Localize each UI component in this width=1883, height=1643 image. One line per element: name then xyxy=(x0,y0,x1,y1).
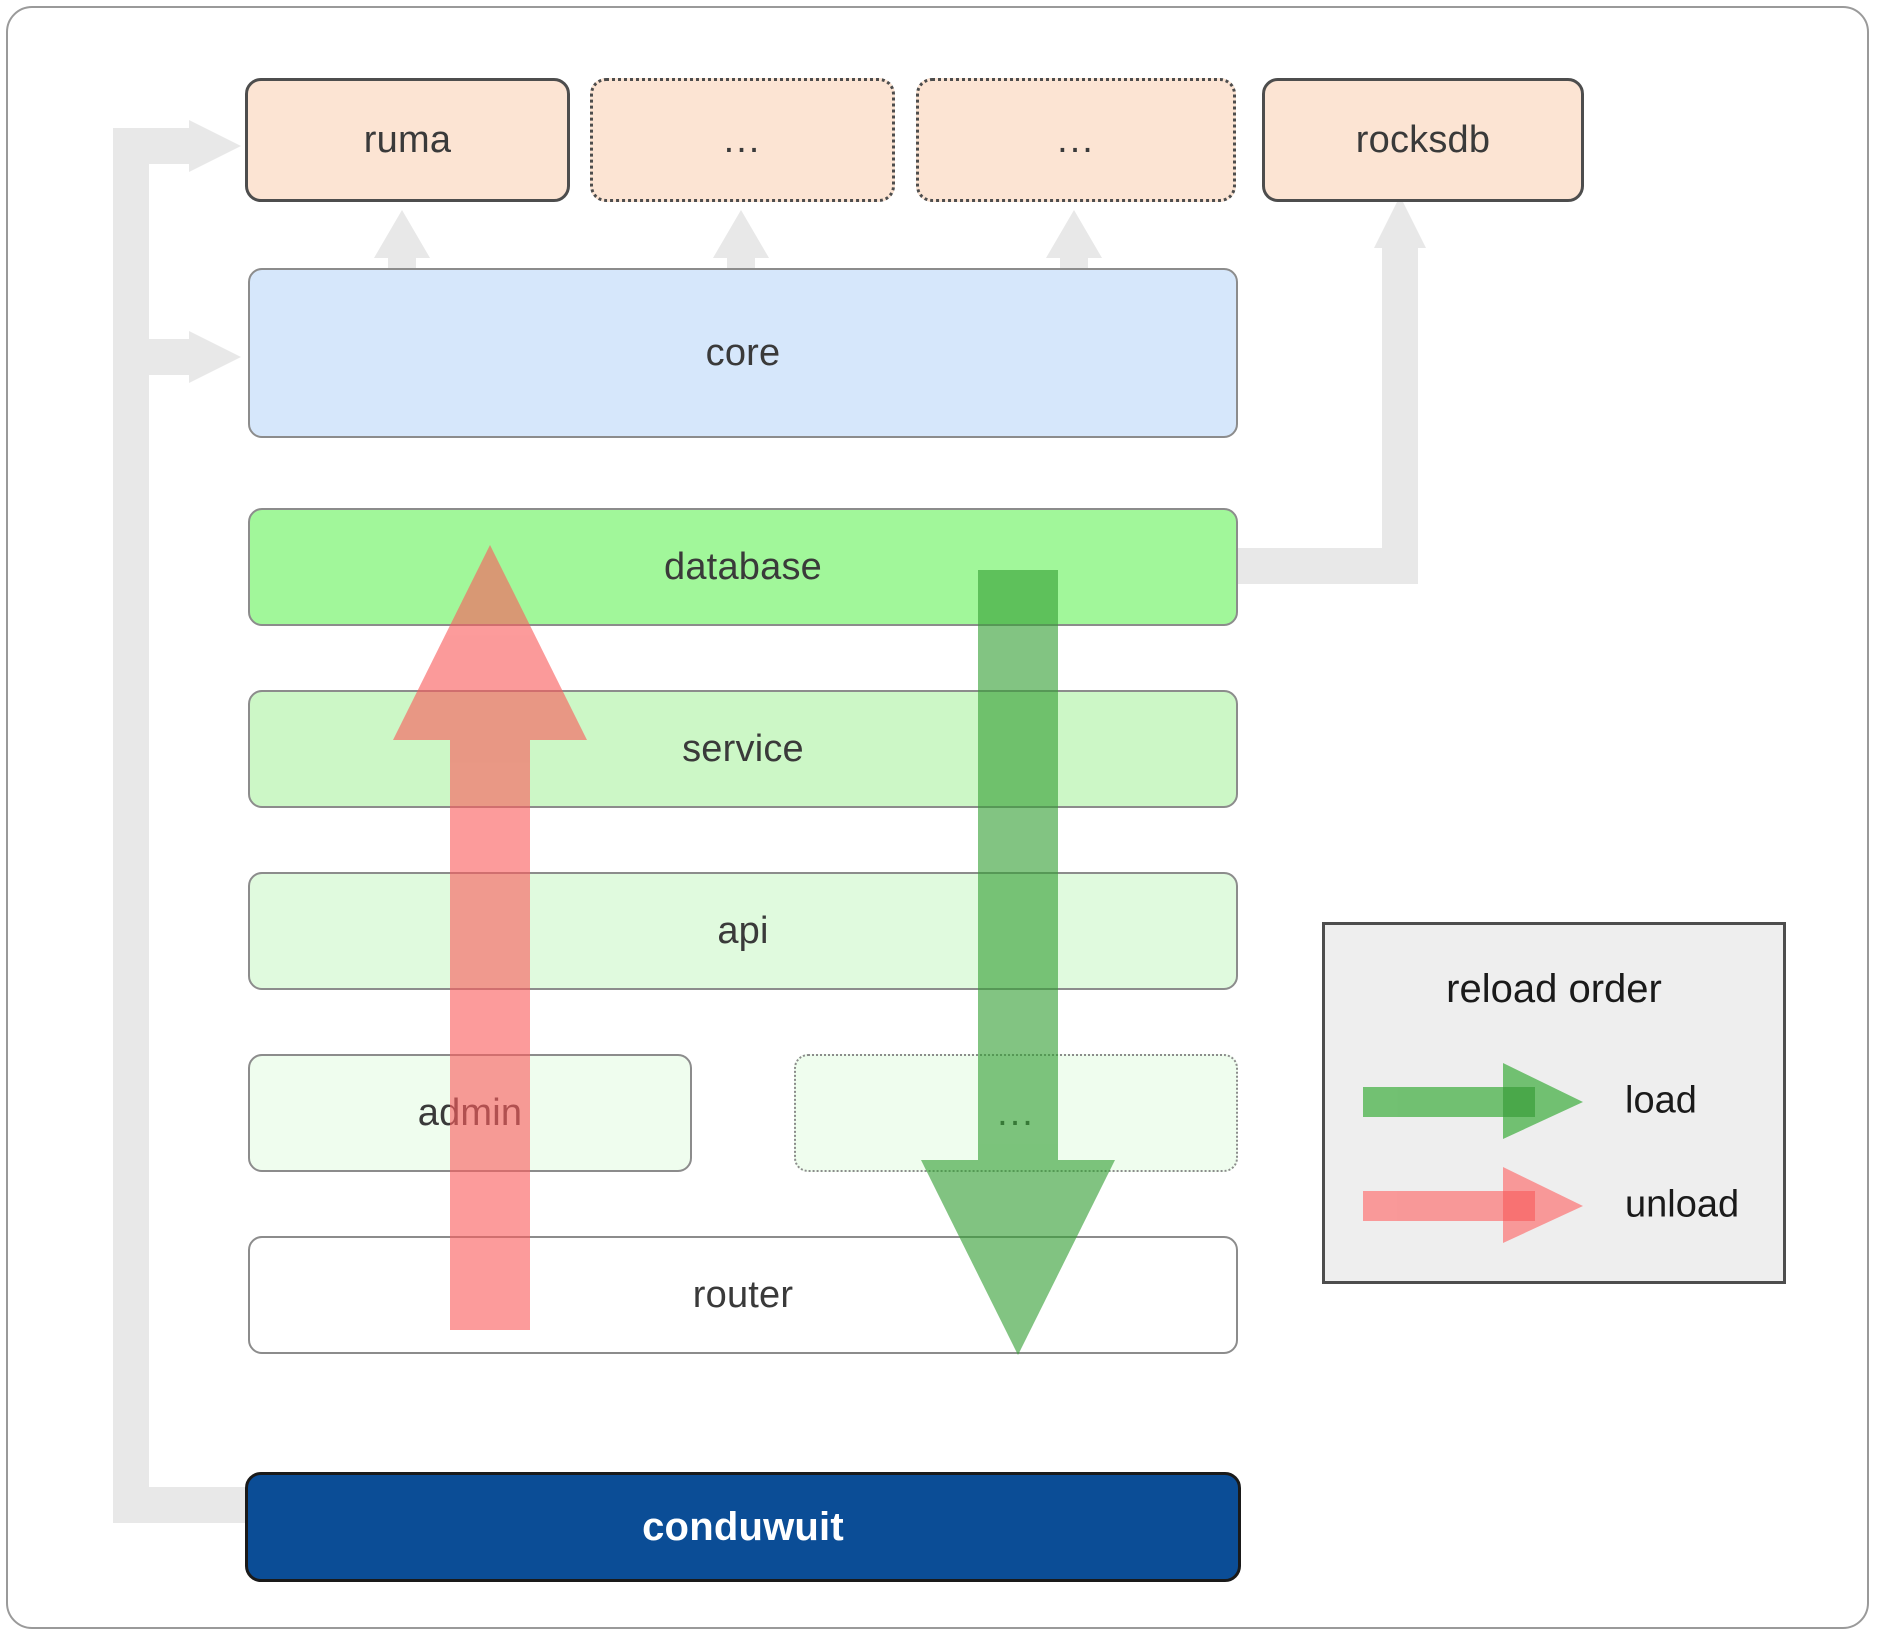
layer-box-placeholder[interactable]: ... xyxy=(794,1054,1238,1172)
application-label: conduwuit xyxy=(642,1504,844,1549)
layer-box-core[interactable]: core xyxy=(248,268,1238,438)
layer-label: core xyxy=(705,331,781,374)
wire-to-ruma-head xyxy=(189,120,241,172)
wire-to-app xyxy=(113,1487,250,1523)
application-box-conduwuit[interactable]: conduwuit xyxy=(245,1472,1241,1582)
layer-label: router xyxy=(692,1273,794,1316)
layer-label: admin xyxy=(417,1091,523,1134)
layer-label: service xyxy=(682,727,804,770)
wire-left-trunk xyxy=(113,128,149,1523)
dependency-label: ruma xyxy=(363,118,452,161)
dependency-label: ... xyxy=(1057,118,1095,161)
layer-label: ... xyxy=(997,1091,1035,1134)
layer-label: api xyxy=(717,909,769,952)
dependency-box-placeholder-2[interactable]: ... xyxy=(916,78,1236,202)
dependency-box-rocksdb[interactable]: rocksdb xyxy=(1262,78,1584,202)
legend-row-load: load xyxy=(1363,1061,1763,1141)
wire-core-dots2-head xyxy=(1046,210,1102,258)
wire-to-core-stem xyxy=(113,339,193,375)
dependency-label: ... xyxy=(723,118,762,161)
wire-core-dots1-head xyxy=(713,210,769,258)
wire-to-core-head xyxy=(189,331,241,383)
dependency-box-placeholder-1[interactable]: ... xyxy=(590,78,895,202)
wire-to-rocksdb-head xyxy=(1374,196,1426,248)
dependency-box-ruma[interactable]: ruma xyxy=(245,78,570,202)
dependency-label: rocksdb xyxy=(1355,118,1491,161)
wire-to-ruma-stem xyxy=(113,128,193,164)
layer-box-service[interactable]: service xyxy=(248,690,1238,808)
legend-row-unload: unload xyxy=(1363,1165,1763,1245)
layer-box-database[interactable]: database xyxy=(248,508,1238,626)
layer-box-admin[interactable]: admin xyxy=(248,1054,692,1172)
legend-label: unload xyxy=(1625,1183,1740,1226)
layer-box-router[interactable]: router xyxy=(248,1236,1238,1354)
layer-label: database xyxy=(664,545,822,588)
legend-title: reload order xyxy=(1446,967,1662,1011)
layer-box-api[interactable]: api xyxy=(248,872,1238,990)
wire-core-ruma-head xyxy=(374,210,430,258)
legend-label: load xyxy=(1625,1079,1697,1122)
unload-arrow-icon xyxy=(1363,1167,1583,1243)
legend-panel: reload order load unload xyxy=(1322,922,1786,1284)
wire-db-right-v xyxy=(1382,240,1418,584)
load-arrow-icon xyxy=(1363,1063,1583,1139)
